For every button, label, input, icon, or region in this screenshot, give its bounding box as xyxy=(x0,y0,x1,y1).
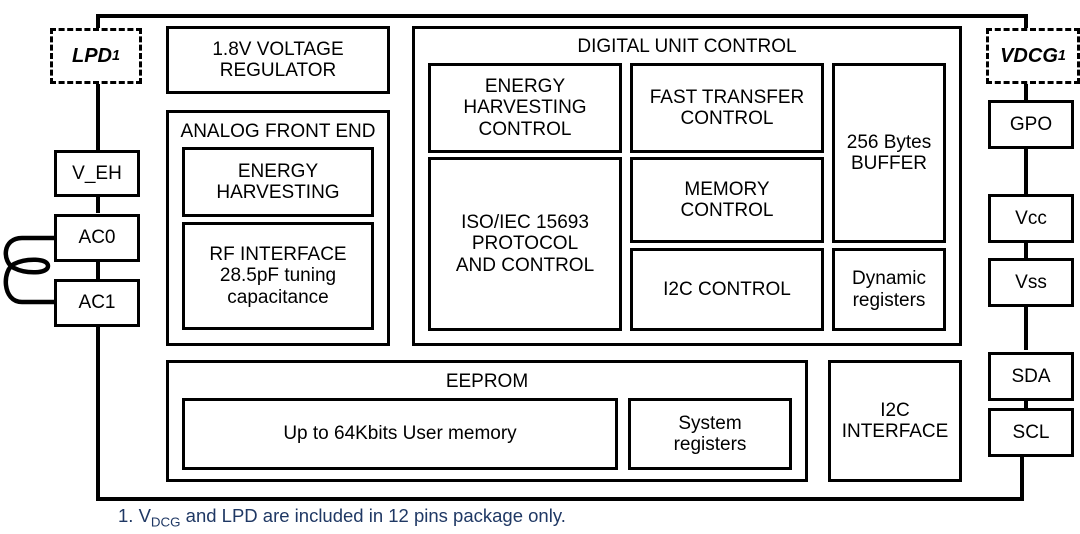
wire-top-right-drop xyxy=(1024,14,1028,32)
wire-top-bus xyxy=(96,14,1028,18)
i2c-control-line1: I2C CONTROL xyxy=(663,278,791,300)
energy-harvesting-line2: HARVESTING xyxy=(216,182,340,203)
energy-harvesting-line1: ENERGY xyxy=(237,160,319,182)
wire-scl-to-bottom xyxy=(1020,456,1024,501)
wire-sda-to-scl xyxy=(1024,400,1028,410)
wire-lpd-to-veh xyxy=(96,82,100,152)
wire-vcc-to-vss xyxy=(1024,242,1028,260)
block-energy-harvesting-control: ENERGY HARVESTING CONTROL xyxy=(428,63,622,153)
block-voltage-regulator: 1.8V VOLTAGE REGULATOR xyxy=(166,26,390,94)
voltage-regulator-line2: REGULATOR xyxy=(219,60,337,81)
energy-harvesting-control-line2: HARVESTING xyxy=(463,97,587,119)
pin-sda-label: SDA xyxy=(1011,365,1051,387)
pin-gpo[interactable]: GPO xyxy=(988,100,1074,149)
pin-ac1-label: AC1 xyxy=(78,292,116,314)
fast-transfer-control-line1: FAST TRANSFER xyxy=(649,86,805,108)
wire-veh-to-ac0 xyxy=(96,195,100,213)
pin-vss[interactable]: Vss xyxy=(988,258,1074,307)
pin-vss-label: Vss xyxy=(1015,271,1047,293)
wire-bottom-bus xyxy=(96,497,1024,501)
wire-vdcg-to-gpo xyxy=(1024,82,1028,102)
pin-vcc-label: Vcc xyxy=(1015,207,1047,229)
memory-control-line1: MEMORY xyxy=(684,178,770,200)
block-dynamic-registers: Dynamic registers xyxy=(832,248,946,331)
pin-sda[interactable]: SDA xyxy=(988,352,1074,401)
pin-vcc[interactable]: Vcc xyxy=(988,194,1074,243)
energy-harvesting-control-line3: CONTROL xyxy=(478,118,572,140)
analog-front-end-title: ANALOG FRONT END xyxy=(180,121,376,142)
pin-v-eh-label: V_EH xyxy=(72,162,122,184)
buffer-line1: 256 Bytes xyxy=(846,131,932,153)
fast-transfer-control-line2: CONTROL xyxy=(680,108,774,129)
pin-ac0-label: AC0 xyxy=(78,227,116,249)
block-buffer: 256 Bytes BUFFER xyxy=(832,63,946,243)
block-memory-control: MEMORY CONTROL xyxy=(630,157,824,243)
antenna-coil-icon xyxy=(3,235,62,305)
pin-ac1[interactable]: AC1 xyxy=(54,279,140,327)
pin-lpd-label: LPD xyxy=(71,44,112,67)
wire-vss-to-sda xyxy=(1024,306,1028,350)
dynamic-registers-line2: registers xyxy=(852,289,926,311)
dynamic-registers-line1: Dynamic xyxy=(852,268,926,290)
eeprom-title: EEPROM xyxy=(445,371,529,392)
footnote-number: 1. xyxy=(118,505,134,526)
block-rf-interface: RF INTERFACE 28.5pF tuning capacitance xyxy=(182,222,374,330)
footnote-pre: V xyxy=(133,505,151,526)
rf-interface-line3: capacitance xyxy=(227,286,329,308)
block-user-memory: Up to 64Kbits User memory xyxy=(182,398,618,470)
block-system-registers: System registers xyxy=(628,398,792,470)
wire-ac0-to-ac1 xyxy=(96,261,100,279)
rf-interface-line2: 28.5pF tuning xyxy=(219,265,337,287)
buffer-line2: BUFFER xyxy=(851,153,927,174)
block-fast-transfer-control: FAST TRANSFER CONTROL xyxy=(630,63,824,153)
iso-protocol-line2: PROTOCOL xyxy=(471,233,579,255)
user-memory-line1: Up to 64Kbits User memory xyxy=(283,423,517,445)
pin-ac0[interactable]: AC0 xyxy=(54,214,140,262)
voltage-regulator-line1: 1.8V VOLTAGE xyxy=(212,38,344,60)
block-i2c-interface: I2C INTERFACE xyxy=(828,360,962,482)
system-registers-line1: System xyxy=(678,412,742,434)
pin-scl-label: SCL xyxy=(1012,421,1050,443)
digital-unit-control-title: DIGITAL UNIT CONTROL xyxy=(577,36,797,57)
pin-gpo-label: GPO xyxy=(1009,113,1053,135)
pin-scl[interactable]: SCL xyxy=(988,408,1074,457)
wire-gpo-to-vcc xyxy=(1024,148,1028,196)
block-energy-harvesting: ENERGY HARVESTING xyxy=(182,147,374,217)
energy-harvesting-control-line1: ENERGY xyxy=(484,76,566,98)
wire-top-left-drop xyxy=(96,14,100,32)
pin-vdcg-label: VDCG xyxy=(1000,44,1058,67)
rf-interface-line1: RF INTERFACE xyxy=(209,244,347,266)
memory-control-line2: CONTROL xyxy=(680,200,774,221)
iso-protocol-line1: ISO/IEC 15693 xyxy=(461,212,589,234)
footnote-subscript: DCG xyxy=(150,514,181,530)
footnote: 1. VDCG and LPD are included in 12 pins … xyxy=(118,505,566,530)
pin-v-eh[interactable]: V_EH xyxy=(54,150,140,197)
block-i2c-control: I2C CONTROL xyxy=(630,248,824,331)
block-iso-protocol-control: ISO/IEC 15693 PROTOCOL AND CONTROL xyxy=(428,157,622,331)
system-registers-line2: registers xyxy=(673,434,747,455)
iso-protocol-line3: AND CONTROL xyxy=(455,254,595,276)
i2c-interface-line2: INTERFACE xyxy=(841,421,949,442)
i2c-interface-line1: I2C xyxy=(880,399,910,421)
footnote-post: and LPD are included in 12 pins package … xyxy=(180,505,566,526)
wire-ac1-to-bottom xyxy=(96,327,100,501)
